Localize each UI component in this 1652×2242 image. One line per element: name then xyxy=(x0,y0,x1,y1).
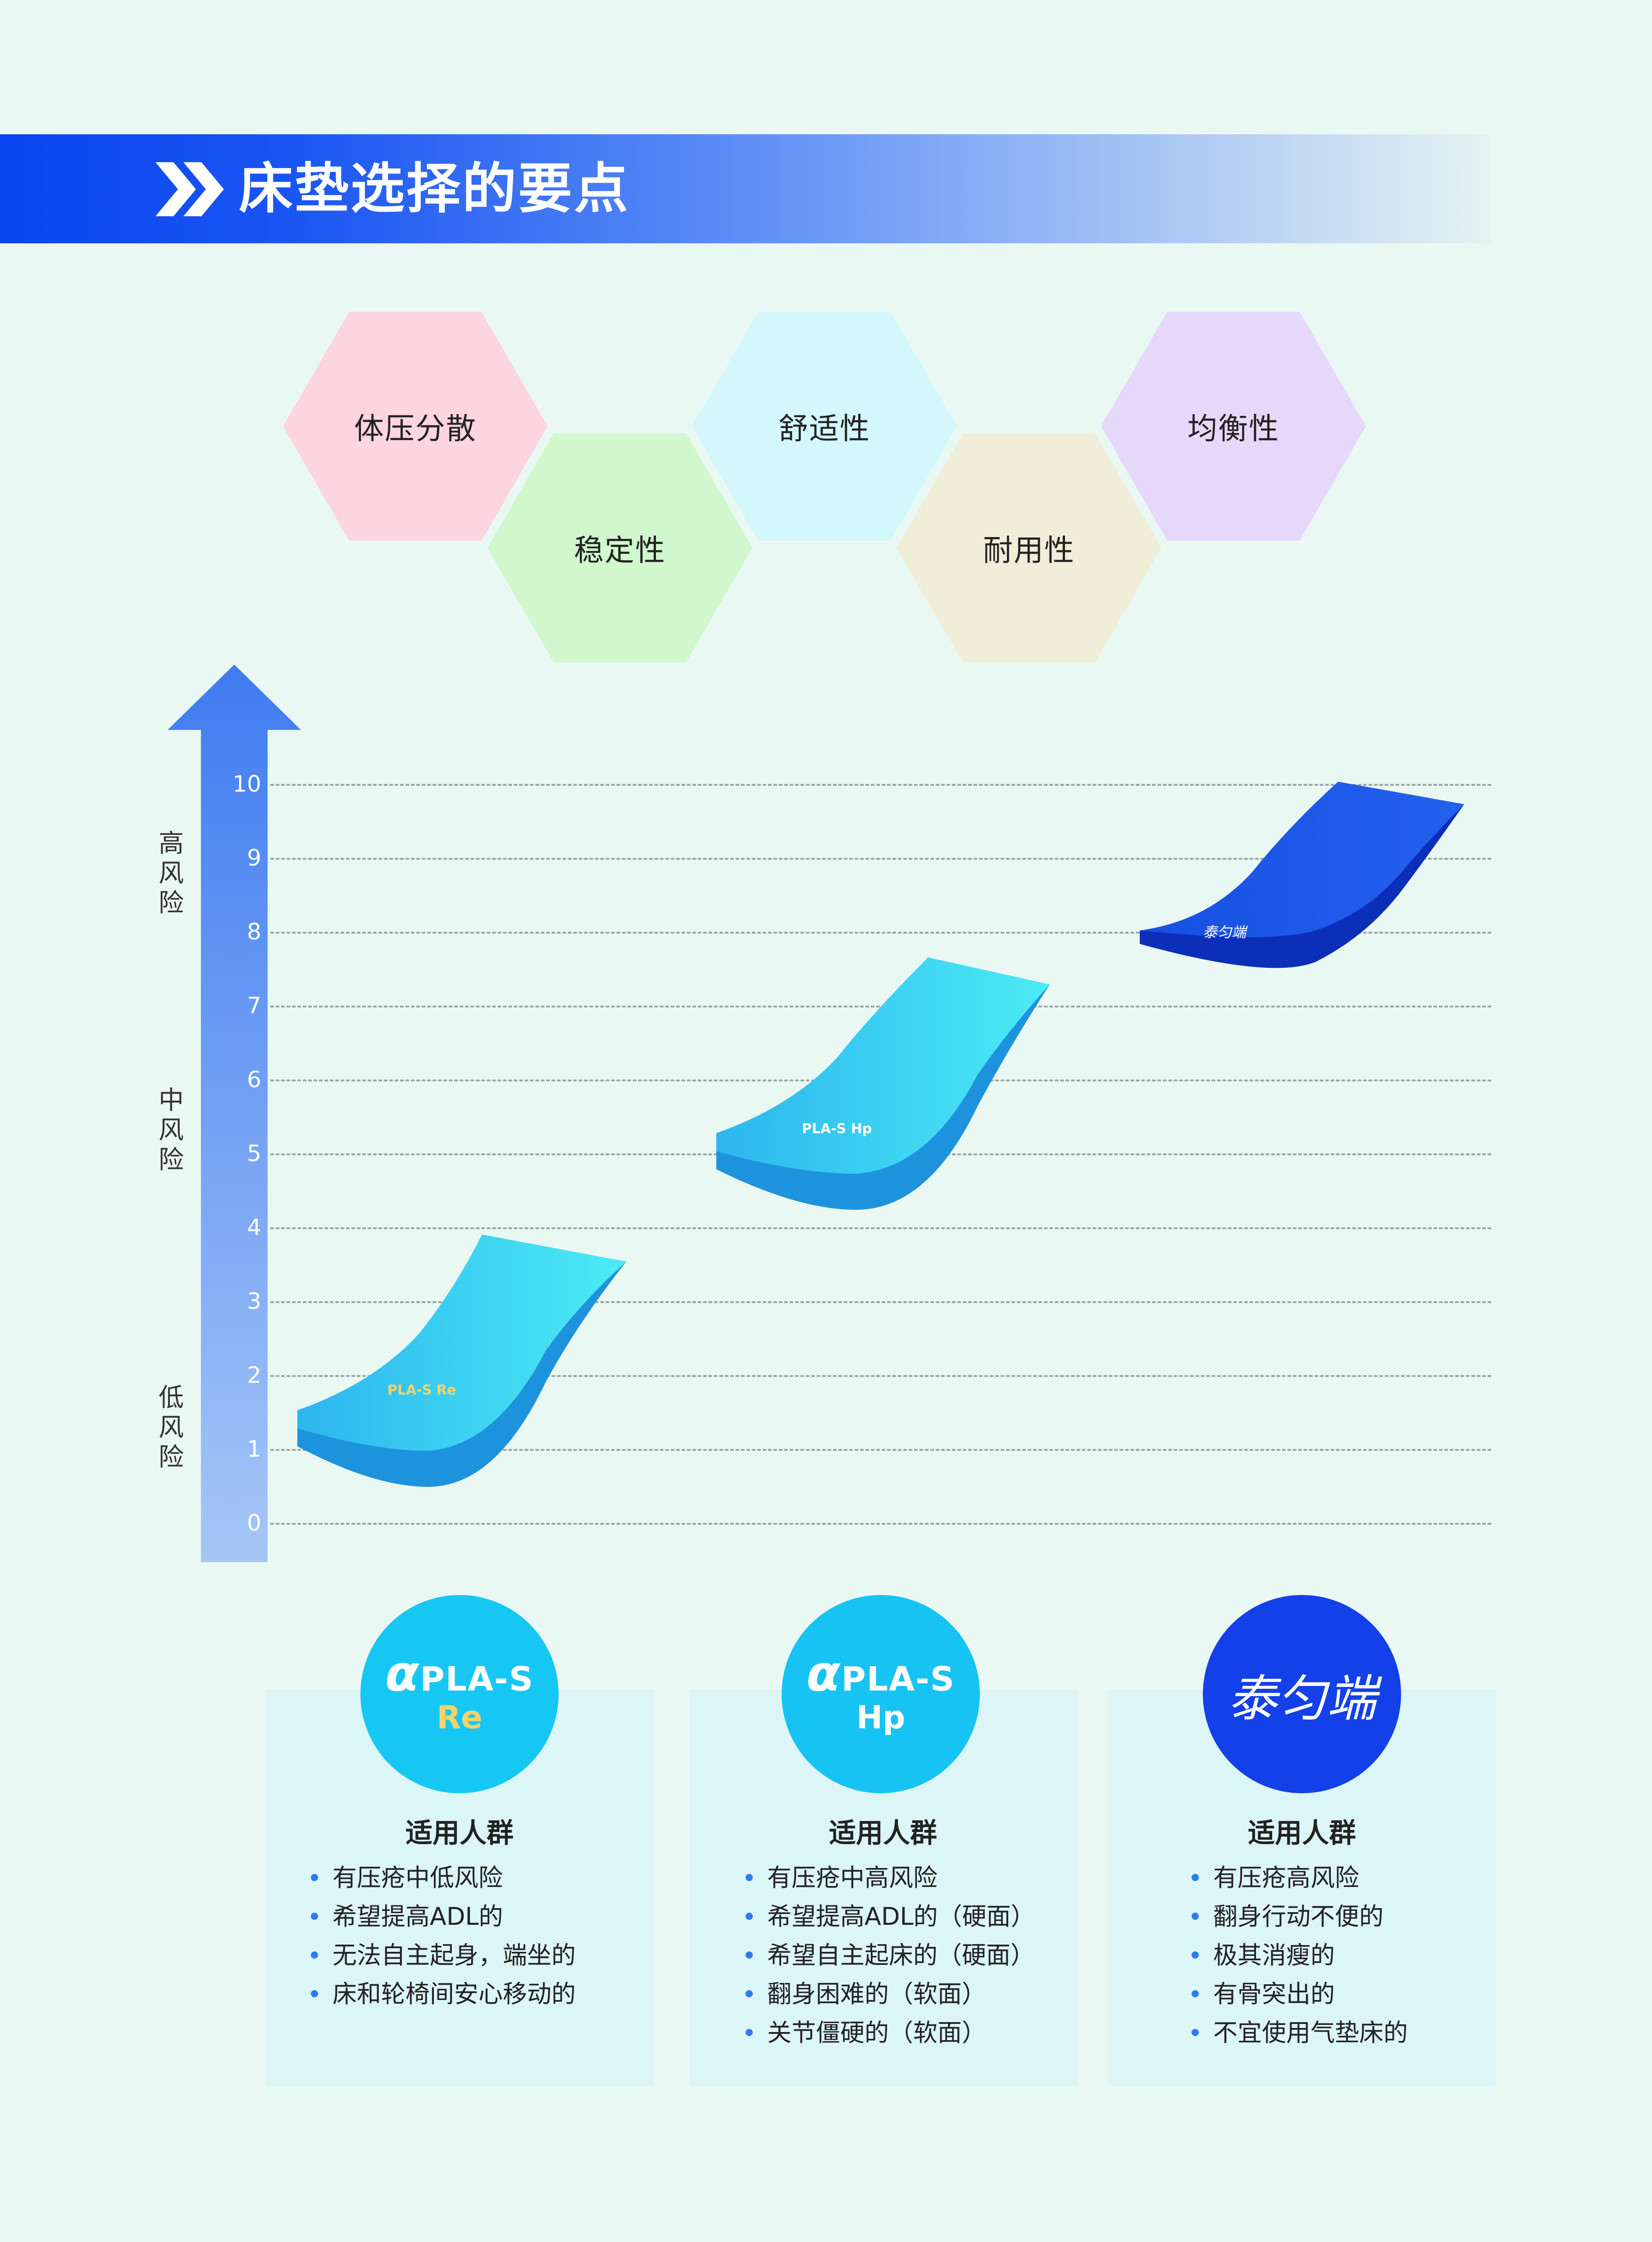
double-chevron-icon xyxy=(155,162,224,216)
section-header-banner xyxy=(0,134,1491,243)
grid-line xyxy=(270,1375,1491,1377)
list-item: 极其消瘦的 xyxy=(1192,1936,1408,1975)
y-tick-label: 0 xyxy=(247,1510,261,1536)
list-item: 不宜使用气垫床的 xyxy=(1192,2014,1408,2052)
list-item: 有压疮高风险 xyxy=(1192,1859,1408,1897)
grid-line xyxy=(270,1006,1491,1007)
suitable-list-re: 有压疮中低风险 希望提高ADL的 无法自主起身，端坐的 床和轮椅间安心移动的 xyxy=(311,1859,576,2014)
list-item: 希望提高ADL的（硬面） xyxy=(746,1897,1035,1936)
card-title: 适用人群 xyxy=(1248,1818,1356,1849)
y-tick-label: 6 xyxy=(247,1066,261,1093)
card-title: 适用人群 xyxy=(829,1818,937,1849)
logo-taiyunduan: 泰匀端 xyxy=(1203,1595,1401,1793)
grid-line xyxy=(270,858,1491,860)
y-tick-label: 10 xyxy=(232,771,261,797)
risk-label-low: 低风险 xyxy=(159,1383,184,1472)
risk-label-mid: 中风险 xyxy=(159,1086,184,1175)
y-tick-label: 5 xyxy=(247,1140,261,1167)
grid-line xyxy=(270,1227,1491,1229)
list-item: 翻身行动不便的 xyxy=(1192,1897,1408,1936)
logo-pla-s-hp: αPLA-S Hp xyxy=(782,1595,980,1793)
feature-hex-durability: 耐用性 xyxy=(897,433,1161,662)
feature-hex-pressure-distribution: 体压分散 xyxy=(283,312,548,541)
risk-label-high: 高风险 xyxy=(159,829,184,918)
mattress-image-hp: PLA-S Hp xyxy=(716,957,1050,1210)
grid-line xyxy=(270,1449,1491,1451)
logo-pla-s-re: αPLA-S Re xyxy=(360,1595,559,1793)
suitable-list-hp: 有压疮中高风险 希望提高ADL的（硬面） 希望自主起床的（硬面） 翻身困难的（软… xyxy=(746,1859,1035,2052)
y-tick-label: 4 xyxy=(247,1214,261,1240)
grid-line xyxy=(270,1301,1491,1303)
feature-hex-comfort: 舒适性 xyxy=(692,312,957,541)
mattress-label: PLA-S Hp xyxy=(802,1121,872,1137)
list-item: 关节僵硬的（软面） xyxy=(746,2014,1035,2052)
page-title: 床垫选择的要点 xyxy=(239,158,630,220)
alpha-glyph-icon: α xyxy=(385,1644,420,1702)
list-item: 有压疮中低风险 xyxy=(311,1859,576,1897)
y-tick-label: 2 xyxy=(247,1362,261,1388)
list-item: 无法自主起身，端坐的 xyxy=(311,1936,576,1975)
y-tick-label: 3 xyxy=(247,1288,261,1314)
feature-label: 耐用性 xyxy=(983,533,1075,568)
risk-axis-arrow xyxy=(168,665,301,1562)
mattress-image-re: PLA-S Re xyxy=(297,1235,626,1487)
grid-line xyxy=(270,784,1491,786)
y-tick-label: 8 xyxy=(247,919,261,945)
alpha-glyph-icon: α xyxy=(806,1644,842,1702)
list-item: 有压疮中高风险 xyxy=(746,1859,1035,1897)
list-item: 翻身困难的（软面） xyxy=(746,1975,1035,2014)
grid-line xyxy=(270,932,1491,934)
mattress-image-taiyunduan: 泰匀端 xyxy=(1140,782,1464,968)
y-tick-label: 9 xyxy=(247,845,261,871)
feature-hex-balance: 均衡性 xyxy=(1101,312,1366,541)
feature-hex-stability: 稳定性 xyxy=(487,433,752,662)
y-tick-label: 1 xyxy=(247,1436,261,1462)
grid-line xyxy=(270,1523,1491,1525)
feature-label: 均衡性 xyxy=(1188,411,1279,446)
list-item: 希望提高ADL的 xyxy=(311,1897,576,1936)
feature-label: 稳定性 xyxy=(574,533,666,568)
card-title: 适用人群 xyxy=(405,1818,514,1849)
list-item: 床和轮椅间安心移动的 xyxy=(311,1975,576,2014)
feature-label: 舒适性 xyxy=(778,411,870,446)
list-item: 有骨突出的 xyxy=(1192,1975,1408,2014)
y-tick-label: 7 xyxy=(247,993,261,1019)
suitable-list-taiyunduan: 有压疮高风险 翻身行动不便的 极其消瘦的 有骨突出的 不宜使用气垫床的 xyxy=(1192,1859,1408,2052)
list-item: 希望自主起床的（硬面） xyxy=(746,1936,1035,1975)
mattress-label: 泰匀端 xyxy=(1203,924,1248,941)
mattress-label: PLA-S Re xyxy=(387,1382,456,1398)
feature-label: 体压分散 xyxy=(354,411,477,446)
